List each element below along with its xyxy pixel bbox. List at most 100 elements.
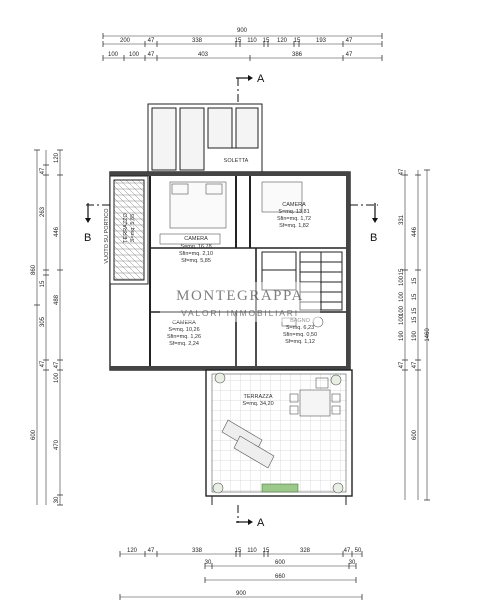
dim-label: 305 bbox=[40, 316, 46, 327]
dim-label: 338 bbox=[192, 548, 203, 554]
room-sf: Sf=mq. 2,24 bbox=[169, 341, 199, 347]
dim-right-outer: 1460 bbox=[425, 328, 431, 342]
dim-bottom-row3: 660 bbox=[275, 574, 286, 580]
dim-label: 328 bbox=[300, 548, 311, 554]
dim-label: 120 bbox=[54, 152, 60, 163]
dim-label: 446 bbox=[412, 226, 418, 237]
dim-label: 200 bbox=[120, 38, 131, 44]
dim-label: 120 bbox=[127, 548, 138, 554]
room-camera-2: CAMERA S=mq. 13,81 Sfin=mq. 1,72 Sf=mq. … bbox=[277, 202, 311, 229]
dim-label: 47 bbox=[148, 548, 155, 554]
dim-label: 15 bbox=[235, 38, 242, 44]
dim-bottom-row2: 30 600 30 bbox=[205, 560, 356, 566]
watermark-logo: MONTEGRAPPA VALORI IMMOBILIARI bbox=[160, 282, 320, 322]
dim-label: 15 bbox=[263, 38, 270, 44]
section-a-top-marker: A bbox=[236, 73, 265, 85]
dim-label: 120 bbox=[277, 38, 288, 44]
dim-label: 15 bbox=[399, 268, 405, 275]
room-sfin: Sfin=mq. 1,72 bbox=[277, 216, 311, 222]
dim-label: 47 bbox=[399, 168, 405, 175]
dim-label: 47 bbox=[346, 52, 353, 58]
dim-label: 100 bbox=[399, 314, 405, 325]
room-s: S=mq. 6,23 bbox=[286, 325, 314, 331]
dim-bottom-total: 900 bbox=[236, 591, 247, 597]
room-vuoto-label: VUOTO SU PORTICO bbox=[104, 208, 110, 264]
section-a-top-label: A bbox=[257, 73, 265, 85]
room-sf: Sf=mq. 5,85 bbox=[181, 258, 211, 264]
dim-label: 47 bbox=[54, 361, 60, 368]
dim-label: 100 bbox=[129, 52, 140, 58]
dim-left-inner: 120 47 263 446 15 488 305 47 100 47 600 … bbox=[31, 152, 60, 503]
room-terrazzo: TERRAZZO S=mq. 5,85 bbox=[123, 212, 136, 242]
dim-label: 47 bbox=[399, 361, 405, 368]
top-dimension-lines bbox=[102, 33, 383, 61]
dim-label: 15 bbox=[294, 38, 301, 44]
dim-label: 403 bbox=[198, 52, 209, 58]
room-s: S=mq. 10,26 bbox=[168, 327, 199, 333]
dim-label: 600 bbox=[275, 560, 286, 566]
right-dimension-lines bbox=[402, 169, 430, 501]
dim-label: 263 bbox=[40, 206, 46, 217]
section-b-left-marker: B bbox=[84, 203, 91, 244]
dim-label: 47 bbox=[344, 548, 351, 554]
room-sf: Sf=mq. 1,12 bbox=[285, 339, 315, 345]
dim-label: 110 bbox=[247, 548, 257, 554]
dim-label: 190 bbox=[399, 330, 405, 341]
room-sfin: Sfin=mq. 1,26 bbox=[167, 334, 201, 340]
dim-label: 386 bbox=[292, 52, 303, 58]
dim-bottom-row1: 120 47 338 15 110 15 328 47 50 bbox=[127, 548, 362, 554]
dim-label: 470 bbox=[54, 439, 60, 450]
dim-label: 15 bbox=[263, 548, 270, 554]
room-s: S=mq. 16,78 bbox=[180, 244, 211, 250]
dim-label: 100 bbox=[54, 372, 60, 383]
section-b-right-marker: B bbox=[370, 203, 378, 244]
section-b-left-label: B bbox=[84, 232, 91, 244]
dim-label: 446 bbox=[54, 226, 60, 237]
dim-label: 47 bbox=[148, 38, 155, 44]
bottom-dimension-lines bbox=[119, 551, 363, 600]
room-soletta-label: SOLETTA bbox=[224, 158, 249, 164]
dim-label: 30 bbox=[349, 560, 356, 566]
section-a-bottom-label: A bbox=[257, 517, 265, 529]
dim-label: 30 bbox=[205, 560, 212, 566]
room-sfin: Sfin=mq. 2,10 bbox=[179, 251, 213, 257]
dim-label: 331 bbox=[399, 214, 405, 225]
room-bagno: BAGNO S=mq. 6,23 Sfin=mq. 0,50 Sf=mq. 1,… bbox=[283, 318, 317, 345]
dim-label: 15 bbox=[412, 293, 418, 300]
dim-label: 100 bbox=[399, 275, 405, 286]
watermark-brand: MONTEGRAPPA bbox=[176, 288, 304, 304]
dim-label: 50 bbox=[355, 548, 362, 554]
room-name: BAGNO bbox=[290, 318, 311, 324]
left-dimension-lines bbox=[34, 149, 63, 506]
dim-label: 110 bbox=[247, 38, 257, 44]
furniture bbox=[159, 181, 344, 494]
dim-label: 600 bbox=[31, 429, 37, 440]
dim-top-row2: 100 100 47 403 386 47 bbox=[108, 52, 353, 58]
dim-label: 100 bbox=[108, 52, 119, 58]
dim-top-row1: 200 47 338 15 110 15 120 15 193 47 bbox=[120, 38, 353, 44]
room-s: S=mq. 34,20 bbox=[242, 401, 273, 407]
dim-label: 338 bbox=[192, 38, 203, 44]
section-b-right-label: B bbox=[370, 232, 377, 244]
dim-top-total: 900 bbox=[237, 28, 248, 34]
dim-label: 30 bbox=[54, 496, 60, 503]
dim-label: 47 bbox=[346, 38, 353, 44]
room-terrazza: TERRAZZA S=mq. 34,20 bbox=[242, 394, 273, 407]
dim-label: 15 bbox=[235, 548, 242, 554]
dim-label: 488 bbox=[54, 294, 60, 305]
dim-label: 15 bbox=[412, 277, 418, 284]
dim-label: 190 bbox=[412, 330, 418, 341]
dim-label: 600 bbox=[412, 429, 418, 440]
watermark-tagline: VALORI IMMOBILIARI bbox=[181, 308, 299, 318]
dim-label: 47 bbox=[40, 360, 46, 367]
room-sf: Sf=mq. 1,82 bbox=[279, 223, 309, 229]
dim-label: 100 bbox=[399, 291, 405, 302]
room-terrazzo-area: S=mq. 5,85 bbox=[130, 214, 136, 242]
room-name: CAMERA bbox=[282, 202, 306, 208]
room-camera-3: CAMERA S=mq. 10,26 Sfin=mq. 1,26 Sf=mq. … bbox=[167, 320, 201, 347]
room-name: TERRAZZA bbox=[243, 394, 272, 400]
dim-left-outer: 860 bbox=[31, 264, 37, 275]
room-name: CAMERA bbox=[184, 236, 208, 242]
dim-label: 47 bbox=[40, 167, 46, 174]
